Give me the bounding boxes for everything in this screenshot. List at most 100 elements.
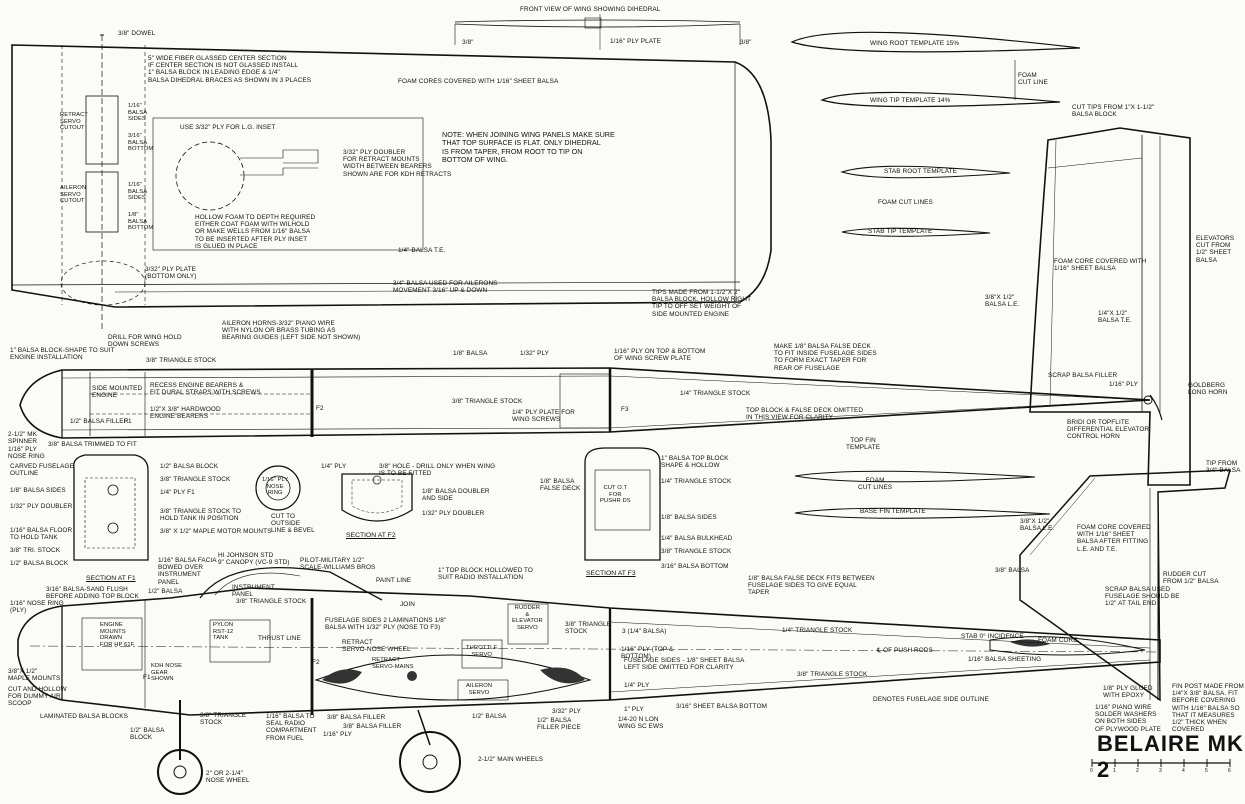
tv-f1: F1 bbox=[124, 418, 132, 425]
scale-3: 3 bbox=[1159, 768, 1162, 774]
sv-stab-incidence: STAB 0° INCIDENCE bbox=[961, 633, 1024, 640]
section-f1-title: SECTION AT F1 bbox=[86, 575, 136, 582]
sv-screws: 1/4-20 N LON WING SC EWS bbox=[618, 716, 664, 731]
sv-instrument: INSTRUMENT PANEL bbox=[232, 584, 275, 599]
fin-post: FIN POST MADE FROM 1/4"X 3/8" BALSA. FIT… bbox=[1172, 683, 1244, 734]
tv-trimmed: 3/8" BALSA TRIMMED TO FIT bbox=[48, 441, 137, 448]
tv-tri-stock: 3/8" TRIANGLE STOCK bbox=[146, 357, 217, 364]
tv-side-mounted: SIDE MOUNTED ENGINE bbox=[92, 385, 143, 400]
sv-engine-mounts: ENGINE MOUNTS DRAWN FOR HP 61F bbox=[100, 622, 135, 648]
wing-tip-template: WING TIP TEMPLATE 14% bbox=[870, 97, 951, 104]
f3-cutout: CUT O.T FOR PUSHR DS bbox=[600, 485, 631, 505]
ply-plate-bottom: 3/32" PLY PLATE (BOTTOM ONLY) bbox=[145, 266, 197, 281]
stab-foam-cut-lines: FOAM CUT LINES bbox=[878, 199, 933, 206]
sv-half-balsa: 1/2" BALSA bbox=[148, 588, 183, 595]
f1-r-maple: 3/8" X 1/2" MAPLE MOTOR MOUNTS bbox=[160, 528, 272, 535]
fuselage-top-view bbox=[19, 367, 1153, 439]
fin-scrap: SCRAP BALSA USED FUSELAGE SHOULD BE 1/2"… bbox=[1105, 586, 1180, 608]
sv-outline: DENOTES FUSELAGE SIDE OUTLINE bbox=[873, 696, 989, 703]
sv-nose-ring: 1/16" NOSE RING (PLY) bbox=[10, 600, 64, 615]
drill-label: DRILL FOR WING HOLD DOWN SCREWS bbox=[108, 334, 182, 349]
sv-canopy: HI JOHNSON STD 9" CANOPY (VC-9 STD) bbox=[218, 552, 290, 567]
sv-tri-38b: 3/8" TRIANGLE STOCK bbox=[565, 621, 612, 636]
front-view-title: FRONT VIEW OF WING SHOWING DIHEDRAL bbox=[520, 6, 661, 13]
f3-top-block: 1" BALSA TOP BLOCK SHAPE & HOLLOW bbox=[661, 455, 729, 470]
tv-filler: 1/2" BALSA FILLER bbox=[70, 418, 129, 425]
ailerons-label: 3/4" BALSA USED FOR AILERONS MOVEMENT 3/… bbox=[393, 280, 498, 295]
f1-block: 1/2" BALSA BLOCK bbox=[10, 560, 69, 567]
bridi-horn: BRIDI OR TOPFLITE DIFFERENTIAL ELEVATOR … bbox=[1067, 419, 1150, 441]
fin-balsa-38: 3/8" BALSA bbox=[995, 567, 1030, 574]
sv-rudder-servo: RUDDER & ELEVATOR SERVO bbox=[512, 605, 543, 631]
stab-ply: 1/16" PLY bbox=[1109, 381, 1138, 388]
scale-4: 4 bbox=[1182, 768, 1185, 774]
sv-half-balsa-b: 1/2" BALSA bbox=[472, 713, 507, 720]
top-fin-template: TOP FIN TEMPLATE bbox=[846, 437, 881, 452]
plan-title: BELAIRE MK 2 bbox=[1097, 731, 1244, 782]
sv-main-wheels: 2-1/2" MAIN WHEELS bbox=[478, 756, 544, 763]
f2-ply: 1/4" PLY bbox=[321, 463, 347, 470]
sv-tri-38: 3/8" TRIANGLE STOCK bbox=[236, 598, 307, 605]
tv-top-block-omitted: TOP BLOCK & FALSE DECK OMITTED IN THIS V… bbox=[746, 407, 864, 422]
f2-ply-doubler: 1/32" PLY DOUBLER bbox=[422, 510, 485, 517]
scale-1: 1 bbox=[1113, 768, 1116, 774]
fin-side-view bbox=[1019, 469, 1231, 702]
f1-r-tank: 3/8" TRIANGLE STOCK TO HOLD TANK IN POSI… bbox=[160, 508, 242, 523]
sv-f3-label: 3 (1/4" BALSA) bbox=[622, 628, 667, 635]
scale-bar bbox=[1091, 759, 1231, 767]
sv-pylon-tank: PYLON RST-12 TANK bbox=[213, 622, 234, 642]
f3-bulkhead: 1/4" BALSA BULKHEAD bbox=[661, 535, 733, 542]
retract-balsa-sides: 1/16" BALSA SIDES bbox=[128, 103, 148, 123]
sv-ply-1: 1" PLY bbox=[624, 706, 644, 713]
stab-scrap: SCRAP BALSA FILLER bbox=[1048, 372, 1118, 379]
tv-ply-plate-screws: 1/4" PLY PLATE FOR WING SCREWS bbox=[512, 409, 576, 424]
dowel-label: 3/8" DOWEL bbox=[118, 30, 156, 37]
wing-root-template: WING ROOT TEMPLATE 15% bbox=[870, 40, 960, 47]
sv-ply-epoxy: 1/8" PLY GLUED WITH EPOXY bbox=[1103, 685, 1153, 700]
sv-f1: F1 bbox=[143, 674, 151, 681]
sv-laminated: LAMINATED BALSA BLOCKS bbox=[40, 713, 129, 720]
airfoil-templates bbox=[790, 31, 1081, 519]
tv-nose-ring: 1/16" PLY NOSE RING bbox=[8, 446, 45, 461]
rudder-label: RUDDER CUT FROM 1/2" BALSA bbox=[1163, 571, 1219, 586]
sv-fus-sides: FUSELAGE SIDES 2 LAMINATIONS 1/8" BALSA … bbox=[325, 617, 447, 632]
aileron-balsa-bottom: 1/8" BALSA BOTTOM bbox=[128, 212, 154, 232]
balsa-block-label: 1" BALSA BLOCK-SHAPE TO SUIT ENGINE INST… bbox=[10, 347, 115, 362]
dihedral-left: 3/8" bbox=[462, 39, 474, 46]
wing-foam-cut-line: FOAM CUT LINE bbox=[1018, 72, 1048, 87]
f1-floor: 1/16" BALSA FLOOR TO HOLD TANK bbox=[10, 527, 73, 542]
f3-tri: 1/4" TRIANGLE STOCK bbox=[661, 478, 732, 485]
sv-sheeting: 1/16" BALSA SHEETING bbox=[968, 656, 1042, 663]
sv-half-block: 1/2" BALSA BLOCK bbox=[130, 727, 165, 742]
f3-bottom: 3/16" BALSA BOTTOM bbox=[661, 563, 729, 570]
sv-foam-core: FOAM CORE bbox=[1038, 637, 1078, 644]
scale-6: 6 bbox=[1228, 768, 1231, 774]
sv-throttle-servo: THROTTLE SERVO bbox=[466, 645, 498, 658]
tv-f2: F2 bbox=[316, 405, 324, 412]
tips-label: TIPS MADE FROM 1-1/2"X 2" BALSA BLOCK. H… bbox=[652, 289, 752, 318]
dihedral-right: 3/8" bbox=[740, 39, 752, 46]
center-ply-plate: 1/16" PLY PLATE bbox=[610, 38, 662, 45]
base-fin-template: BASE FIN TEMPLATE bbox=[860, 508, 926, 515]
aileron-horns-label: AILERON HORNS-3/32" PIANO WIRE WITH NYLO… bbox=[222, 320, 361, 342]
stab-te: 1/4"X 1/2" BALSA T.E. bbox=[1098, 310, 1132, 325]
section-f1 bbox=[73, 454, 149, 561]
f2-hole: 3/8" HOLE - DRILL ONLY WHEN WING IS TO B… bbox=[379, 463, 496, 478]
sv-facia: 1/16" BALSA FACIA BOWED OVER INSTRUMENT … bbox=[158, 557, 217, 586]
ply-doubler-label: 3/32" PLY DOUBLER FOR RETRACT MOUNTS WID… bbox=[343, 149, 452, 178]
fin-tip: TIP FROM 3/4" BALSA bbox=[1206, 460, 1241, 475]
sv-f2: F2 bbox=[312, 659, 320, 666]
sv-ply-top-bottom: 1/16" PLY (TOP & BOTTOM) bbox=[621, 646, 674, 661]
hollow-foam-note: HOLLOW FOAM TO DEPTH REQUIRED EITHER COA… bbox=[195, 214, 316, 250]
sv-nose-wheel: 2" OR 2-1/4" NOSE WHEEL bbox=[206, 770, 250, 785]
sv-bottom: 3/16" SHEET BALSA BOTTOM bbox=[676, 703, 768, 710]
nose-ring-section: 1/16" PLY NOSE RING bbox=[262, 477, 289, 497]
sv-fus-sides-note: FUSELAGE SIDES - 1/8" SHEET BALSA LEFT S… bbox=[624, 657, 745, 672]
f3-sides: 1/8" BALSA SIDES bbox=[661, 514, 717, 521]
f1-r-block: 1/2" BALSA BLOCK bbox=[160, 463, 219, 470]
sv-filler-1: 3/8" BALSA FILLER bbox=[327, 714, 386, 721]
f1-tri: 3/8" TRI. STOCK bbox=[10, 547, 61, 554]
tv-ply-132: 1/32" PLY bbox=[520, 350, 549, 357]
lg-inset-label: USE 3/32" PLY FOR L.G. INSET bbox=[180, 124, 276, 131]
